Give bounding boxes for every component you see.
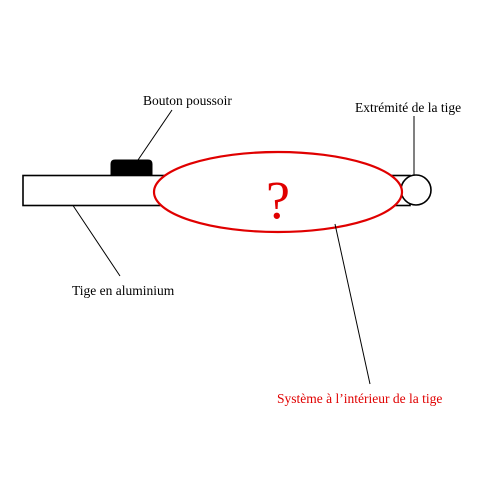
rod-tip	[400, 174, 432, 206]
label-aluminium-rod: Tige en aluminium	[72, 283, 175, 298]
inner-system-ellipse	[152, 150, 404, 234]
label-rod-tip: Extrémité de la tige	[355, 100, 461, 115]
label-inner-system: Système à l’intérieur de la tige	[277, 391, 442, 406]
label-push-button: Bouton poussoir	[143, 93, 232, 108]
question-mark: ?	[266, 170, 290, 230]
leader-push-button	[137, 109, 173, 161]
push-button-shape	[110, 159, 153, 176]
leader-aluminium-rod	[72, 205, 121, 277]
leader-inner-system	[334, 223, 371, 385]
